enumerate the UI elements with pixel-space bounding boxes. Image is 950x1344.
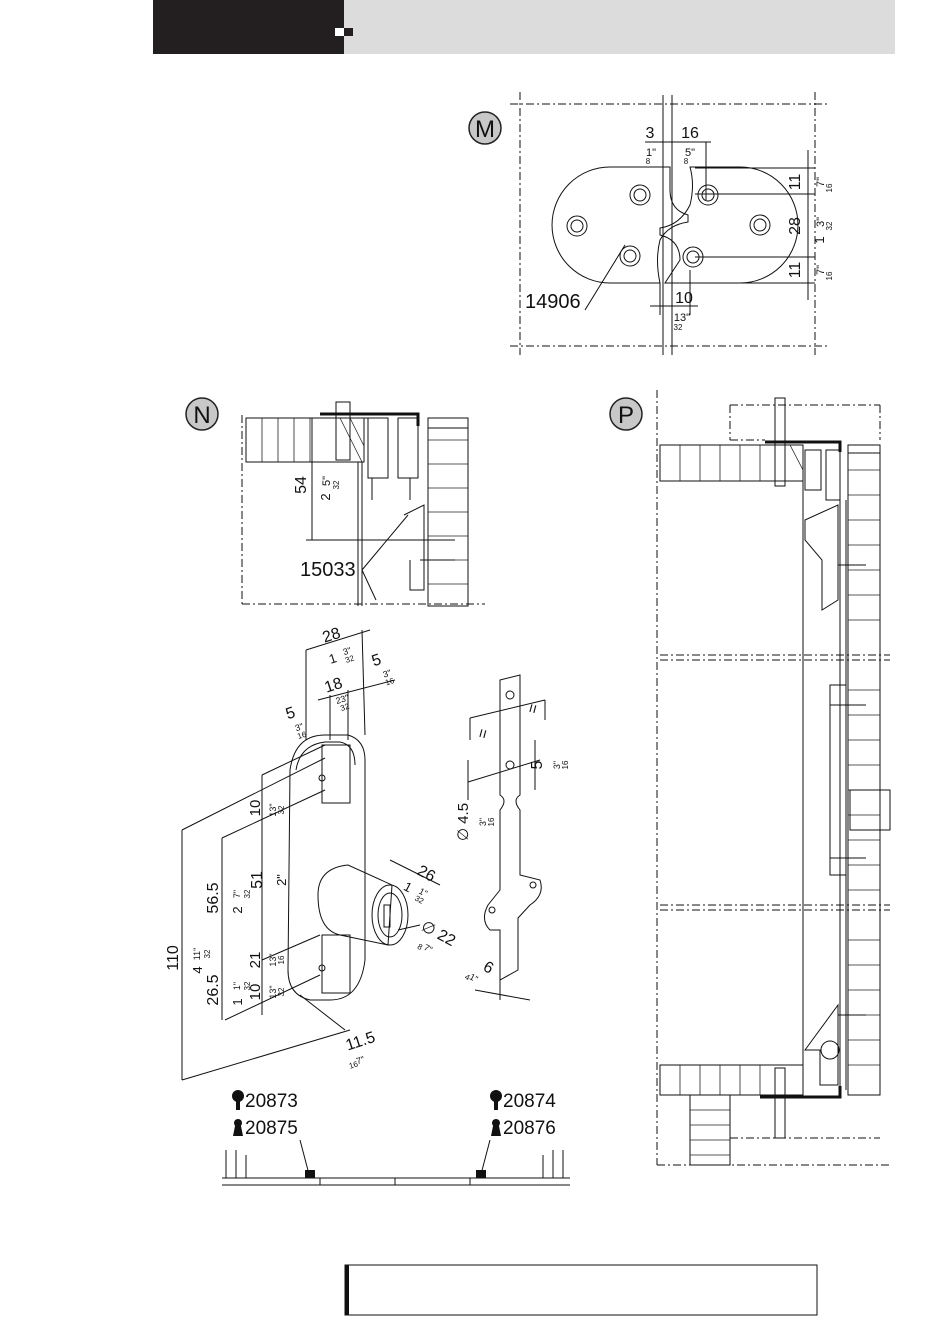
part-codes: 20873 20875 20874 20876: [222, 1090, 570, 1185]
m-dim-11b-den: 16: [825, 271, 834, 280]
part-code-20874: 20874: [503, 1091, 556, 1112]
lock-dim-56-5-num: 7": [232, 890, 242, 898]
m-dim-10-den: 32: [674, 323, 683, 332]
m-dim-16-den: 8: [684, 157, 689, 166]
m-dim-11a-den: 16: [825, 183, 834, 192]
lock-cylinder: [318, 865, 392, 945]
plate-dim-6: 6: [480, 958, 496, 977]
keyhole-icon: [491, 1119, 501, 1136]
lock-drawing: 28 1 3" 32 18 23" 32 5 3" 16 5 3" 16 10 …: [165, 623, 458, 1080]
m-dim-3: 3: [646, 125, 655, 142]
lock-dim-11-5: 11.5: [344, 1029, 378, 1054]
page-header: [153, 0, 895, 54]
lock-dim-28-whole: 1: [327, 650, 339, 667]
lock-dim-26-5: 26.5: [205, 974, 222, 1005]
lock-dim-110: 110: [165, 945, 182, 971]
key-icon: [232, 1090, 244, 1110]
m-dim-28-whole: 1: [812, 236, 827, 243]
m-dim-10: 10: [675, 290, 693, 307]
lock-dim-5b-den: 16: [384, 676, 396, 687]
m-dim-3-den: 8: [646, 157, 651, 166]
lock-dim-110-whole: 4: [190, 966, 205, 973]
lock-dim-10b: 10: [247, 984, 264, 1001]
lock-dim-5b: 5: [370, 651, 384, 670]
plate-eq-left: =: [474, 727, 493, 740]
lock-dim-10a: 10: [247, 800, 264, 817]
hinge-plate-right: [660, 167, 798, 283]
key-icon: [490, 1090, 502, 1110]
lock-dim-110-num: 11": [192, 948, 202, 961]
lock-dim-28: 28: [321, 625, 343, 647]
lock-dim-110-den: 32: [203, 949, 212, 958]
header-light-bar: [344, 0, 895, 54]
strike-plate: [484, 675, 541, 980]
part-code-20875: 20875: [245, 1118, 298, 1139]
lock-dim-10b-den: 32: [277, 987, 286, 996]
n-part-number: 15033: [300, 559, 356, 581]
lock-dim-21: 21: [247, 952, 264, 969]
lock-dim-26-5-num: 1": [232, 982, 242, 990]
n-dim-54: 54: [293, 476, 310, 494]
lock-dim-51-in: 2": [274, 874, 289, 886]
view-p-badge-label: P: [618, 402, 634, 429]
m-dim-28: 28: [787, 217, 804, 235]
view-p: P: [610, 390, 890, 1165]
strike-plate-drawing: = = 5 3" 16 ∅ 4.5 3" 16 6 1" 4: [455, 675, 570, 1000]
lock-dim-26-whole: 1: [401, 879, 414, 896]
m-dim-11b: 11: [787, 262, 804, 279]
m-dim-16: 16: [681, 125, 699, 142]
plate-dim-5-den: 16: [561, 760, 570, 769]
m-dim-28-den: 32: [825, 221, 834, 230]
lock-dim-56-5: 56.5: [205, 882, 222, 913]
hinge-plate-left: [552, 167, 688, 283]
lock-dim-21-den: 16: [277, 955, 286, 964]
plate-eq-right: =: [524, 702, 543, 715]
n-dim-54-den: 32: [332, 480, 341, 489]
m-dim-11a: 11: [787, 174, 804, 191]
header-dark-block: [153, 0, 344, 54]
view-n: N: [186, 398, 485, 606]
lock-dim-56-5-whole: 2: [230, 906, 245, 913]
view-m-badge-label: M: [475, 116, 495, 143]
lock-dim-5a: 5: [284, 704, 298, 723]
cabinet-front-diagram: [222, 1140, 570, 1185]
lock-dim-26-5-whole: 1: [230, 998, 245, 1005]
plate-dim-5: 5: [529, 760, 546, 769]
keyhole-icon: [233, 1119, 243, 1136]
header-notch-mark: [344, 28, 353, 36]
lock-dim-28-den: 32: [344, 653, 356, 664]
footer-box: [345, 1265, 817, 1315]
part-code-20873: 20873: [245, 1091, 298, 1112]
m-part-number: 14906: [525, 291, 581, 313]
lock-dim-18-den: 32: [339, 701, 351, 712]
view-m: M 3 1" 8: [469, 92, 834, 355]
part-code-20876: 20876: [503, 1118, 556, 1139]
plate-dim-4-5-den: 16: [487, 817, 496, 826]
lock-dim-51: 51: [249, 871, 266, 889]
lock-dim-56-5-den: 32: [243, 889, 252, 898]
n-dim-54-whole: 2: [318, 493, 333, 500]
plate-dim-4-5: ∅ 4.5: [455, 803, 472, 841]
lock-dim-10a-den: 32: [277, 805, 286, 814]
view-n-badge-label: N: [193, 402, 210, 429]
